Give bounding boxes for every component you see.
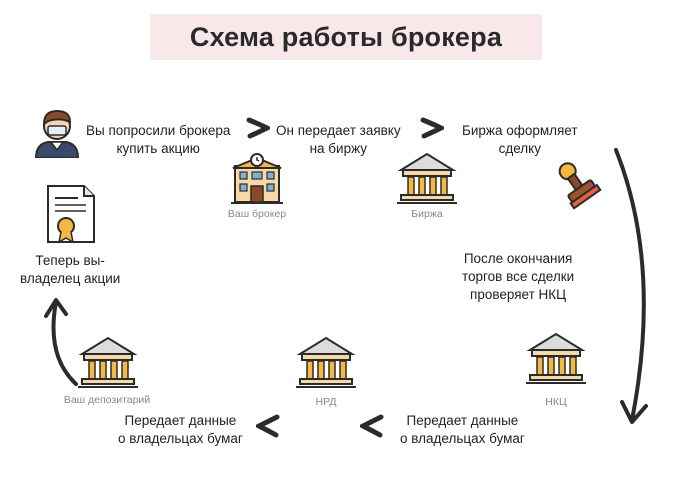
- bank-building-icon: [526, 330, 586, 386]
- curved-arrow-up-icon: [42, 296, 82, 388]
- step-transfer-right: Передает данные о владельцах бумаг: [400, 412, 525, 448]
- office-building-icon: [229, 150, 285, 206]
- step-transfer-left-line2: о владельцах бумаг: [118, 431, 243, 446]
- step-nkc-checks-line2: торгов все сделки: [462, 269, 575, 284]
- step-transfer-left: Передает данные о владельцах бумаг: [118, 412, 243, 448]
- step-transfer-left-line1: Передает данные: [124, 413, 237, 428]
- person-icon: [32, 106, 82, 158]
- step-broker-sends: Он передает заявку на биржу: [276, 122, 401, 158]
- title-banner: Схема работы брокера: [150, 14, 542, 60]
- step-exchange-executes-line2: сделку: [498, 141, 541, 156]
- step-exchange-executes: Биржа оформляет сделку: [462, 122, 578, 158]
- caption-depositary: Ваш депозитарий: [63, 394, 151, 406]
- step-owner-line1: Теперь вы-: [35, 253, 105, 268]
- certificate-icon: [44, 184, 98, 244]
- step-you-asked-line2: купить акцию: [116, 141, 200, 156]
- chevron-right-icon: [420, 117, 444, 139]
- step-broker-sends-line1: Он передает заявку: [276, 123, 401, 138]
- step-owner-line2: владелец акции: [20, 271, 121, 286]
- curved-arrow-down-icon: [608, 146, 664, 430]
- step-exchange-executes-line1: Биржа оформляет: [462, 123, 578, 138]
- stamp-icon: [550, 158, 606, 214]
- caption-nrd: НРД: [315, 396, 337, 408]
- caption-broker: Ваш брокер: [227, 208, 287, 220]
- step-nkc-checks-line1: После окончания: [463, 251, 573, 266]
- chevron-right-icon: [246, 117, 270, 139]
- caption-exchange: Биржа: [411, 208, 443, 220]
- step-nkc-checks: После окончания торгов все сделки провер…: [462, 250, 574, 304]
- bank-building-icon: [397, 150, 457, 206]
- page-title: Схема работы брокера: [189, 21, 503, 52]
- bank-building-icon: [78, 334, 138, 390]
- caption-nkc: НКЦ: [545, 396, 567, 408]
- step-you-asked-line1: Вы попросили брокера: [86, 123, 231, 138]
- chevron-left-icon: [256, 414, 280, 438]
- step-owner: Теперь вы- владелец акции: [20, 252, 120, 288]
- step-nkc-checks-line3: проверяет НКЦ: [470, 287, 567, 302]
- bank-building-icon: [296, 334, 356, 390]
- step-you-asked: Вы попросили брокера купить акцию: [86, 122, 230, 158]
- step-transfer-right-line1: Передает данные: [406, 413, 519, 428]
- step-broker-sends-line2: на биржу: [309, 141, 368, 156]
- step-transfer-right-line2: о владельцах бумаг: [400, 431, 525, 446]
- chevron-left-icon: [360, 414, 384, 438]
